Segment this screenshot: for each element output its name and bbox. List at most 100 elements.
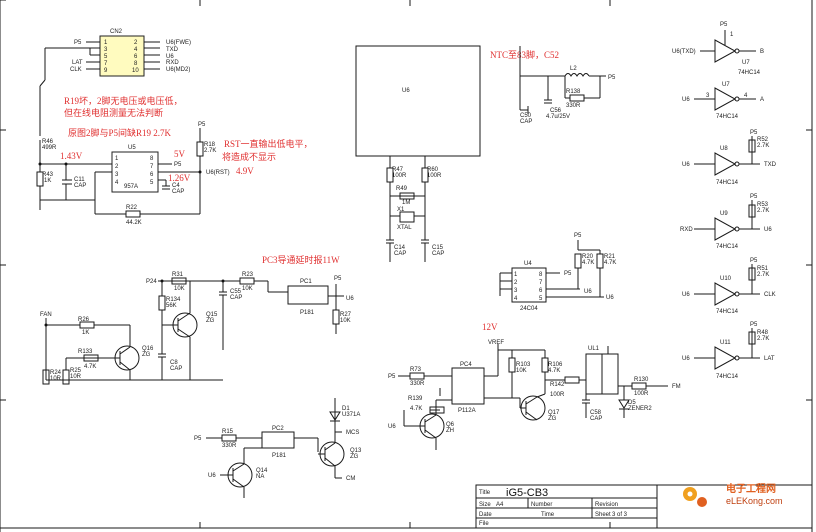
- schematic-label: 4.7u/25V: [546, 114, 570, 120]
- schematic-label: R48: [757, 330, 769, 336]
- v143: 1.43V: [60, 151, 83, 161]
- schematic-label: Q17: [548, 410, 560, 416]
- schematic-label: U7: [742, 60, 750, 66]
- schematic-label: U6: [388, 424, 396, 430]
- schematic-label: TXD: [764, 162, 777, 168]
- schematic-label: RXD: [166, 60, 179, 66]
- schematic-label: P5: [564, 271, 572, 277]
- schematic-label: U6(TXD): [672, 49, 696, 55]
- schematic-label: 74HC14: [716, 114, 739, 120]
- schematic-label: 9: [104, 68, 108, 74]
- v5: 5V: [174, 149, 186, 159]
- schematic-label: 4.7K: [604, 260, 616, 266]
- v12: 12V: [482, 322, 498, 332]
- schematic-label: Q16: [142, 346, 154, 352]
- schematic-label: ZH: [446, 428, 454, 434]
- schematic-label: CLK: [70, 67, 82, 73]
- schematic-label: R47: [392, 167, 404, 173]
- schematic-label: P181: [300, 310, 315, 316]
- schematic-label: C58: [590, 410, 602, 416]
- schematic-label: 2.7K: [204, 148, 216, 154]
- schematic-label: 5: [539, 296, 543, 302]
- schematic-label: 3: [104, 47, 108, 53]
- schematic-label: 6: [150, 172, 154, 178]
- schematic-label: R60: [427, 167, 439, 173]
- schematic-label: R20: [582, 254, 594, 260]
- schematic-label: Size: [479, 502, 491, 508]
- schematic-label: R49: [396, 186, 408, 192]
- schematic-label: U6(FWE): [166, 40, 191, 46]
- watermark-brand: 电子工程网: [726, 482, 776, 495]
- schematic-label: XTAL: [397, 225, 412, 231]
- schematic-label: 7: [104, 61, 108, 67]
- schematic-label: R22: [126, 205, 138, 211]
- schematic-label: C14: [394, 245, 406, 251]
- schematic-label: U6: [402, 88, 410, 94]
- schematic-label: R31: [172, 272, 184, 278]
- schematic-label: TXD: [166, 47, 179, 53]
- schematic-label: 4: [115, 180, 119, 186]
- schematic-label: 330R: [222, 443, 237, 449]
- schematic-label: P5: [388, 374, 396, 380]
- schematic-label: CAP: [394, 251, 406, 257]
- schematic-label: Sheet: [595, 512, 611, 518]
- schematic-label: 10K: [516, 368, 527, 374]
- schematic-label: C55: [230, 289, 242, 295]
- schematic-label: 499R: [42, 145, 57, 151]
- schematic-label: R139: [408, 396, 423, 402]
- schematic-label: CLK: [764, 292, 776, 298]
- schematic-label: 10K: [242, 286, 253, 292]
- schematic-label: R46: [42, 139, 54, 145]
- schematic-label: P5: [174, 162, 182, 168]
- schematic-label: U5: [128, 145, 136, 151]
- schematic-label: 74HC14: [738, 70, 761, 76]
- schematic-label: 10: [132, 68, 139, 74]
- schematic-label: U6: [208, 473, 216, 479]
- schematic-label: 3: [115, 172, 119, 178]
- schematic-label: R73: [410, 367, 422, 373]
- schematic-label: CM: [346, 476, 355, 482]
- schematic-label: L2: [570, 66, 577, 72]
- schematic-label: U11: [720, 340, 731, 346]
- schematic-label: RXD: [680, 227, 693, 233]
- schematic-label: R52: [757, 137, 769, 143]
- ntc-note: NTC至83脚，C52: [490, 50, 559, 60]
- r19-note: R19坏，2脚无电压或电压低，: [64, 95, 183, 106]
- schematic-label: R103: [516, 362, 531, 368]
- schematic-label: U6: [346, 296, 354, 302]
- schematic-label: Q13: [350, 448, 362, 454]
- pc3-note: PC3导通延时报11W: [262, 254, 340, 265]
- schematic-label: U6: [682, 356, 690, 362]
- schematic-label: P5: [334, 276, 342, 282]
- schematic-label: CAP: [170, 366, 182, 372]
- schematic-label: 2.7K: [757, 272, 769, 278]
- schematic-label: Title: [479, 490, 491, 496]
- schematic-label: 1M: [402, 200, 410, 206]
- schematic-label: U6(MD2): [166, 67, 190, 73]
- schematic-label: 100R: [392, 173, 407, 179]
- schematic-label: A: [760, 97, 764, 103]
- schematic-label: 8: [539, 272, 543, 278]
- schematic-label: CAP: [172, 189, 184, 195]
- schematic-label: 3: [706, 93, 710, 99]
- schematic-label: P5: [194, 436, 202, 442]
- schematic-label: ZG: [142, 352, 151, 358]
- measure-note: 但在线电阻测量无法判断: [64, 107, 163, 118]
- schematic-label: R142: [550, 382, 565, 388]
- schematic-label: U4: [524, 261, 532, 267]
- schematic-label: 10K: [174, 286, 185, 292]
- schematic-label: 4.7K: [410, 406, 422, 412]
- schematic-label: 100R: [550, 392, 565, 398]
- schematic-label: 330R: [410, 381, 425, 387]
- schematic-label: P5: [720, 22, 728, 28]
- schematic-label: R26: [78, 317, 90, 323]
- schematic-label: R106: [548, 362, 563, 368]
- schematic-label: 5: [104, 54, 108, 60]
- schematic-label: 74HC14: [716, 374, 739, 380]
- schematic-label: A4: [496, 502, 504, 508]
- schematic-label: 8: [134, 61, 138, 67]
